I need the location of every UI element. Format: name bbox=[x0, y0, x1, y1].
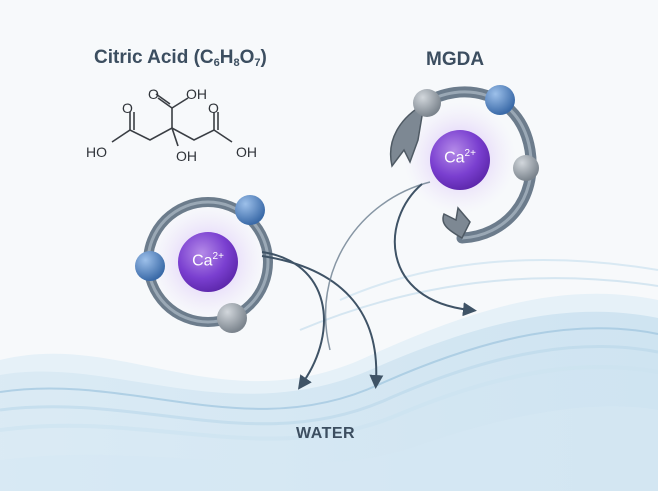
atom-o-left: O bbox=[122, 100, 133, 116]
bead-blue bbox=[235, 195, 265, 225]
ion-label-left: Ca2+ bbox=[192, 251, 224, 270]
water-label: WATER bbox=[296, 425, 356, 442]
bead-gray bbox=[513, 155, 539, 181]
atom-oh-top: OH bbox=[186, 86, 207, 102]
bead-blue bbox=[485, 85, 515, 115]
bead-blue bbox=[135, 251, 165, 281]
water-waves bbox=[0, 259, 658, 491]
mgda-chelator bbox=[389, 85, 539, 244]
mgda-title: MGDA bbox=[426, 49, 485, 70]
arrow-left-center bbox=[261, 255, 384, 389]
bead-gray bbox=[217, 303, 247, 333]
atom-o-top: O bbox=[148, 86, 159, 102]
arrow-right-down bbox=[394, 183, 477, 317]
citric-acid-title: Citric Acid (C6H8O7) bbox=[94, 47, 267, 69]
ion-label-right: Ca2+ bbox=[444, 148, 476, 167]
bead-gray bbox=[413, 89, 441, 117]
atom-o-right: O bbox=[208, 100, 219, 116]
citric-chelator bbox=[135, 195, 273, 333]
atom-ho-left: HO bbox=[86, 144, 107, 160]
calcium-ion-right bbox=[430, 130, 490, 190]
calcium-ion-left bbox=[178, 232, 238, 292]
atom-oh-right: OH bbox=[236, 144, 257, 160]
citric-acid-structure bbox=[111, 93, 233, 147]
arrow-left-down bbox=[261, 251, 325, 390]
arrows bbox=[261, 181, 477, 390]
atom-oh-center: OH bbox=[176, 148, 197, 164]
